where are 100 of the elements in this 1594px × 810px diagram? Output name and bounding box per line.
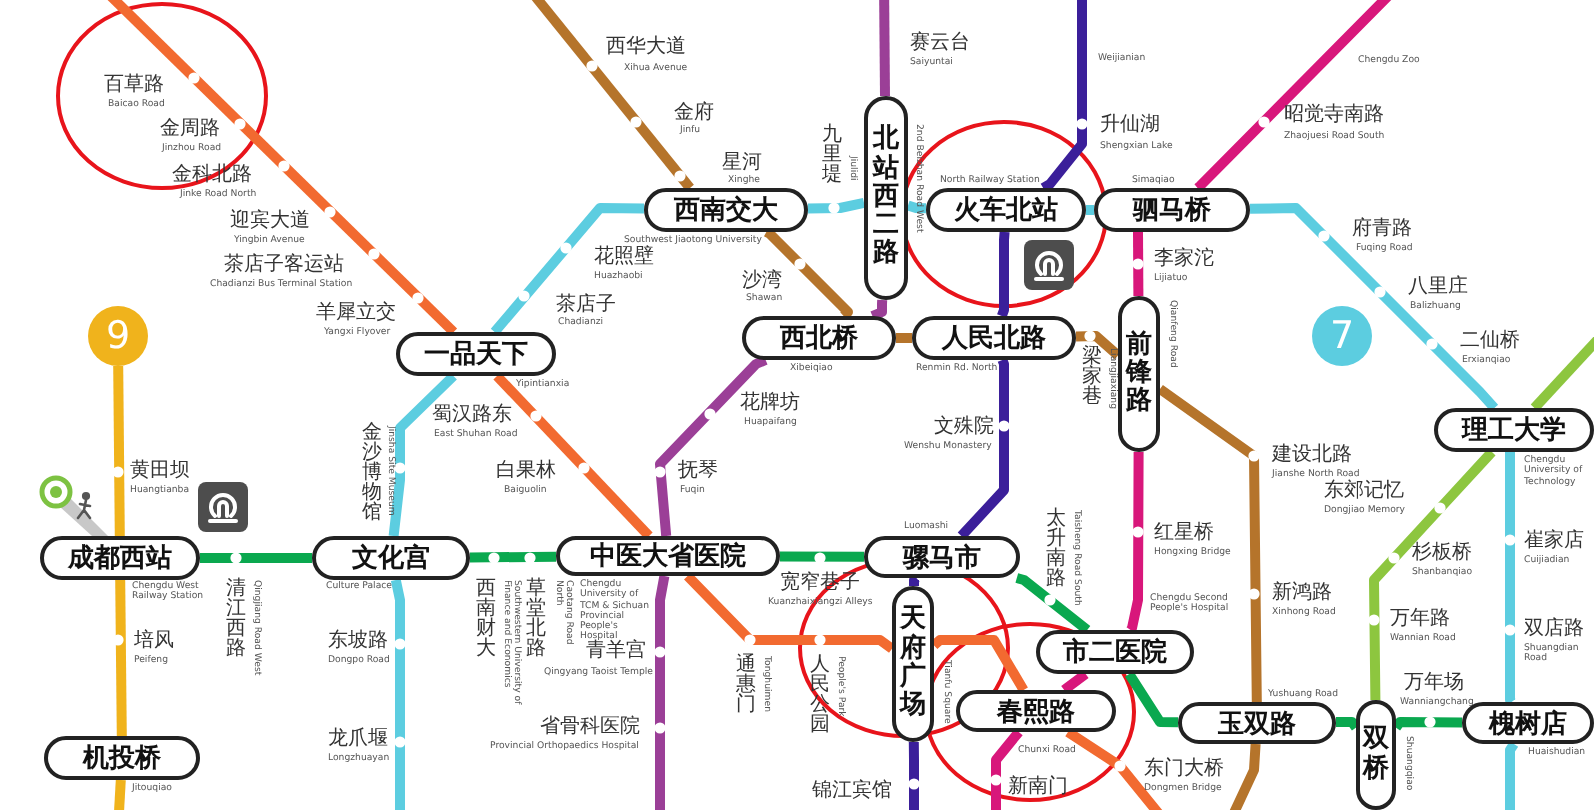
metro-line xyxy=(957,358,1009,540)
station-name: 赛云台 xyxy=(910,32,970,56)
metro-line xyxy=(1040,0,1087,193)
metro-line xyxy=(991,728,1023,810)
station-name: 万年场 xyxy=(1404,672,1464,696)
metro-line xyxy=(1336,717,1361,731)
metro-line xyxy=(763,227,853,320)
station-pill: 北站西二路 xyxy=(864,96,908,300)
metro-line xyxy=(870,299,888,321)
line-number-badge: 9 xyxy=(88,306,148,366)
station-name: 白果林 xyxy=(496,460,556,484)
station-name: 东门大桥 xyxy=(1144,758,1224,782)
station-name: 新鸿路 xyxy=(1272,582,1332,606)
station-pill: 西南交大 xyxy=(644,188,808,232)
station-name: 双店路 xyxy=(1524,618,1584,642)
station-name: 金周路 xyxy=(160,118,220,142)
station-pill: 机投桥 xyxy=(44,736,200,780)
metro-line xyxy=(388,372,457,537)
station-name: 太升南路 xyxy=(1046,510,1066,590)
line-number-badge: 7 xyxy=(1312,306,1372,366)
station-name: 草堂北路 xyxy=(526,580,546,660)
metro-line xyxy=(390,578,405,810)
metro-line xyxy=(684,572,895,653)
metro-line xyxy=(1126,452,1144,633)
station-pill: 双桥 xyxy=(1356,700,1396,810)
station-pill: 文化宫 xyxy=(312,536,470,580)
station-name: 抚琴 xyxy=(678,460,718,484)
station-pill: 理工大学 xyxy=(1434,408,1594,452)
station-pill: 市二医院 xyxy=(1036,630,1194,674)
station-pill: 春熙路 xyxy=(956,690,1116,732)
station-name: 梁家巷 xyxy=(1082,348,1102,408)
metro-line xyxy=(896,333,912,343)
metro-line xyxy=(1505,741,1519,810)
station-pill: 中医大省医院 xyxy=(556,536,780,576)
station-name: 锦江宾馆 xyxy=(812,780,892,804)
station-pill: 成都西站 xyxy=(40,536,200,580)
station-name: 九里堤 xyxy=(822,126,842,186)
station-name: 羊犀立交 xyxy=(316,302,396,326)
station-name: 黄田坝 xyxy=(130,460,190,484)
metro-line xyxy=(1075,331,1122,360)
station-name: 清江西路 xyxy=(226,580,246,660)
station-pill: 火车北站 xyxy=(926,188,1086,232)
metro-line xyxy=(1157,384,1262,703)
station-name: 府青路 xyxy=(1352,218,1412,242)
metro-line xyxy=(469,551,557,563)
metro-line xyxy=(490,203,645,336)
metro-line xyxy=(655,575,670,810)
metro-line xyxy=(115,579,127,737)
station-name: 二仙桥 xyxy=(1460,330,1520,354)
station-pill: 人民北路 xyxy=(912,316,1076,360)
station-name: 省骨科医院 xyxy=(540,716,640,740)
station-name: 杉板桥 xyxy=(1412,542,1472,566)
metro-line xyxy=(1249,203,1499,412)
station-name: 花牌坊 xyxy=(740,392,800,416)
station-name: 东坡路 xyxy=(328,630,388,654)
metro-line xyxy=(1369,448,1496,701)
station-name: 升仙湖 xyxy=(1100,114,1160,138)
station-name: 万年路 xyxy=(1390,608,1450,632)
station-name: 金沙博物馆 xyxy=(362,424,382,524)
station-name: 茶店子客运站 xyxy=(224,254,344,278)
station-name: 通惠门 xyxy=(736,656,756,716)
metro-line xyxy=(493,372,653,540)
metro-line xyxy=(113,365,125,537)
station-name: 建设北路 xyxy=(1272,444,1352,468)
metro-line xyxy=(1125,671,1179,728)
station-name: 李家沱 xyxy=(1154,248,1214,272)
metro-line xyxy=(780,551,864,562)
station-pill: 前锋路 xyxy=(1118,296,1160,452)
station-pill: 骡马市 xyxy=(864,536,1020,578)
metro-line xyxy=(1133,227,1144,297)
metro-line xyxy=(1061,670,1089,694)
station-name: 东郊记忆 xyxy=(1324,480,1404,504)
metro-line xyxy=(807,197,866,214)
station-name: 崔家店 xyxy=(1524,530,1584,554)
station-pill: 西北桥 xyxy=(742,316,896,360)
station-name: 金府 xyxy=(674,102,714,125)
metro-line xyxy=(1015,573,1091,634)
station-name: 龙爪堰 xyxy=(328,728,388,752)
station-name: 红星桥 xyxy=(1154,522,1214,546)
station-name: 星河 xyxy=(722,152,762,175)
metro-line xyxy=(930,635,1028,693)
station-name: 青羊宫 xyxy=(586,640,646,664)
station-pill: 天府广场 xyxy=(892,586,934,742)
station-name: 迎宾大道 xyxy=(230,210,310,234)
metro-line xyxy=(1505,447,1516,705)
station-name: 新南门 xyxy=(1008,776,1068,800)
station-name: 文殊院 xyxy=(934,416,994,440)
metro-line xyxy=(1086,205,1094,215)
station-name: 沙湾 xyxy=(742,270,782,293)
station-name: 茶店子 xyxy=(556,294,616,317)
metro-line xyxy=(997,231,1010,318)
metro-line xyxy=(879,0,890,97)
station-name: 昭觉寺南路 xyxy=(1284,104,1384,128)
station-name: 花照壁 xyxy=(594,246,654,270)
metro-line xyxy=(113,779,126,810)
station-pill: 玉双路 xyxy=(1178,702,1336,744)
station-name: 培风 xyxy=(134,630,174,654)
metro-line xyxy=(655,355,768,537)
station-pill: 一品天下 xyxy=(396,332,556,376)
metro-line xyxy=(200,553,312,563)
